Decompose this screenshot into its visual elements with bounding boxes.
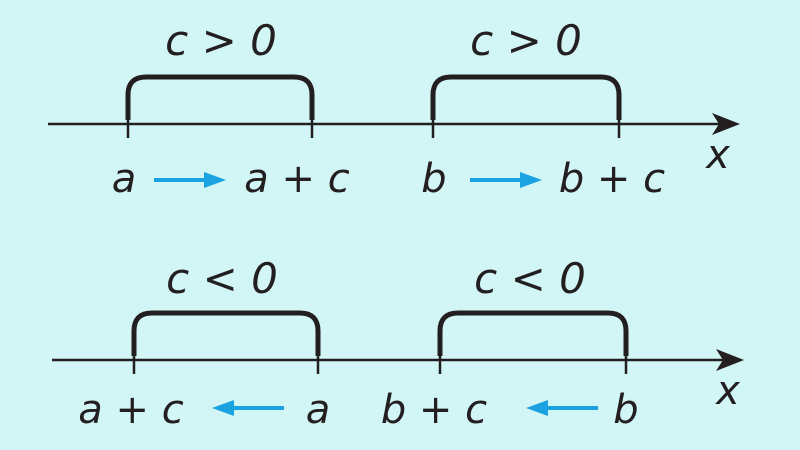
top-label-a-plus-c: a + c [244,156,349,202]
bottom-label-a: a [306,387,331,433]
bottom-label-a-plus-c: a + c [78,387,183,433]
bottom-axis-label: x [714,368,740,414]
bottom-condition-left: c < 0 [166,254,278,303]
top-condition-left: c > 0 [165,16,277,65]
top-shift-arrow-left-icon [154,172,226,188]
bottom-label-b: b [613,387,638,433]
bottom-bracket-right [437,310,629,356]
top-condition-right: c > 0 [470,16,582,65]
bottom-condition-right: c < 0 [474,254,586,303]
top-label-b-plus-c: b + c [559,156,665,202]
top-bracket-right [430,74,622,120]
top-label-a: a [112,156,137,202]
top-shift-arrow-right-icon [470,172,542,188]
top-axis-label: x [704,132,730,178]
top-axis-arrowhead [712,113,740,135]
bottom-label-b-plus-c: b + c [381,387,487,433]
bottom-axis-arrowhead [716,349,744,371]
bottom-panel: c < 0 c < 0 a + c a b + c b x [52,254,744,433]
bottom-shift-arrow-right-icon [526,400,598,416]
top-bracket-left [125,74,315,120]
bottom-shift-arrow-left-icon [212,400,284,416]
top-label-b: b [421,156,446,202]
bottom-bracket-left [131,310,321,356]
top-panel: c > 0 c > 0 a a + c b b + c x [48,16,740,202]
